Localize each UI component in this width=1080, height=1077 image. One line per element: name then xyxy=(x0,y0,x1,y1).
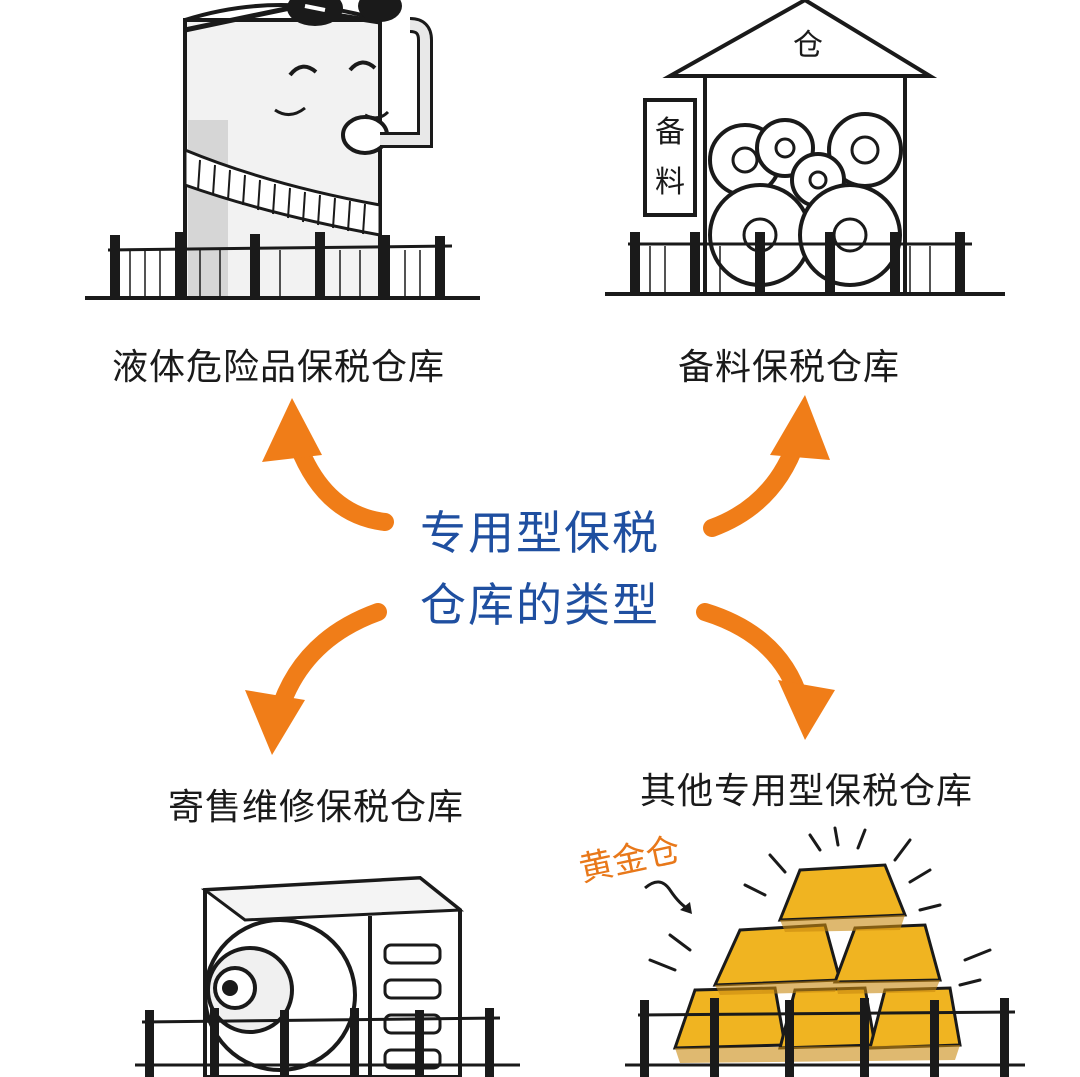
arrowhead-liquid xyxy=(262,398,322,462)
type-label-material: 备料保税仓库 xyxy=(678,347,901,388)
side-sign-char-2: 料 xyxy=(655,165,685,200)
center-title-line-2: 仓库的类型 xyxy=(420,578,660,632)
side-sign-char-1: 备 xyxy=(655,115,685,150)
liquid-tank-icon xyxy=(85,0,480,300)
arrow-to-liquid xyxy=(289,436,394,531)
warehouse-roof-sign: 仓 xyxy=(793,28,823,63)
gold-bars-icon xyxy=(625,826,1025,1077)
gold-tag-arrow xyxy=(644,880,692,914)
type-label-liquid: 液体危险品保税仓库 xyxy=(112,347,446,388)
type-label-repair: 寄售维修保税仓库 xyxy=(168,787,465,828)
arrowhead-material xyxy=(770,395,830,460)
type-label-other: 其他专用型保税仓库 xyxy=(640,771,974,812)
material-warehouse-icon: 仓 备 料 xyxy=(605,0,1005,296)
repair-machine-icon xyxy=(135,875,520,1077)
center-title-line-1: 专用型保税 xyxy=(420,506,660,560)
arrowhead-repair xyxy=(245,690,305,755)
arrowhead-other xyxy=(778,680,835,740)
